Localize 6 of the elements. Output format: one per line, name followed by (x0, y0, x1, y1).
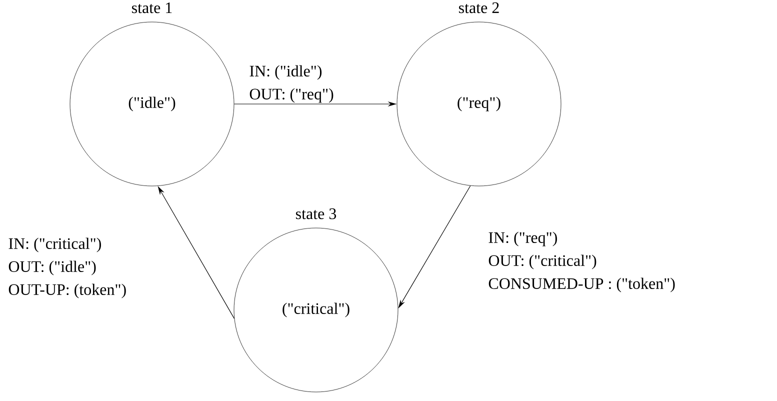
edge-label: IN: ("idle") OUT: ("req") (250, 65, 334, 103)
state-name: state 2 (459, 2, 499, 14)
state-name: state 3 (296, 208, 336, 220)
state-name: state 1 (132, 2, 172, 14)
edge-label: IN: ("req") OUT: ("critical") CONSUMED-UP : ("token") (488, 232, 675, 292)
edge-label: IN: ("critical") OUT: ("idle") OUT-UP: (token") (8, 238, 126, 298)
